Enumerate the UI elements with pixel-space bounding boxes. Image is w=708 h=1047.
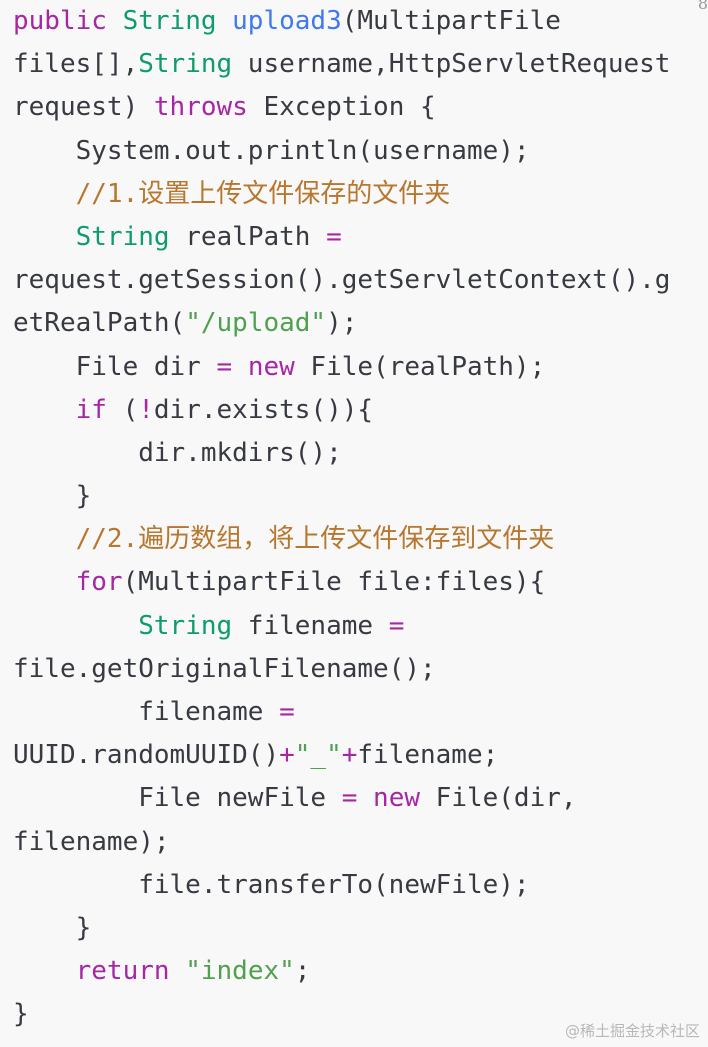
code-line: } (13, 907, 708, 950)
code-token: filename; (357, 740, 499, 771)
code-token: new (247, 351, 295, 382)
code-token: dir.mkdirs(); (13, 437, 342, 468)
code-token (170, 956, 186, 986)
code-token: ! (138, 394, 154, 425)
code-token: String (138, 610, 233, 641)
code-token: filename (13, 697, 280, 727)
code-line: } (13, 475, 708, 518)
code-token: = (279, 697, 295, 727)
code-token (217, 6, 233, 36)
code-token: public (13, 6, 107, 36)
code-token: (MultipartFile (341, 6, 561, 36)
code-token: file.getOriginalFilename(); (13, 653, 436, 684)
code-line: request) throws Exception { (13, 86, 708, 129)
code-token: = (341, 783, 358, 814)
code-token: String (138, 49, 233, 80)
code-token: System.out.println(username); (13, 135, 530, 166)
code-line: File dir = new File(realPath); (13, 346, 708, 389)
code-token (13, 395, 76, 425)
code-token: throws (153, 92, 248, 123)
code-token (13, 567, 76, 597)
code-token: "index" (185, 956, 295, 987)
code-token: (MultipartFile file:files){ (122, 567, 546, 598)
code-token (13, 956, 76, 986)
code-token: File dir (13, 351, 217, 382)
code-line: file.getOriginalFilename(); (13, 648, 708, 691)
code-line: files[],String username,HttpServletReque… (13, 43, 708, 86)
code-line: request.getSession().getServletContext()… (13, 259, 708, 302)
code-line: return "index"; (13, 950, 708, 993)
code-line: } (13, 993, 708, 1036)
code-token: for (75, 567, 123, 598)
code-line: file.transferTo(newFile); (13, 864, 708, 907)
code-line: //2.遍历数组，将上传文件保存到文件夹 (13, 518, 708, 561)
code-line: filename); (13, 821, 708, 864)
code-token: ( (106, 394, 139, 425)
code-token: realPath (169, 221, 327, 252)
code-line: File newFile = new File(dir, (13, 777, 708, 820)
code-token: return (75, 956, 170, 987)
code-line: dir.mkdirs(); (13, 432, 708, 475)
code-token: UUID.randomUUID() (13, 740, 280, 771)
code-token: ); (326, 308, 358, 339)
code-token: request) (13, 92, 154, 123)
code-line: etRealPath("/upload"); (13, 302, 708, 345)
code-token: } (13, 912, 92, 943)
code-token: filename (232, 610, 389, 641)
code-token: Exception { (247, 92, 436, 123)
code-token: filename); (13, 826, 170, 857)
code-token: new (373, 783, 421, 814)
code-token: files[], (13, 49, 139, 80)
code-token: = (326, 221, 342, 252)
code-token (13, 611, 138, 641)
code-token: ; (294, 956, 311, 987)
code-token: File(dir, (420, 783, 577, 814)
code-token: + (279, 740, 295, 771)
code-token: file.transferTo(newFile); (13, 869, 530, 900)
code-token (13, 222, 76, 252)
code-line: String filename = (13, 605, 708, 648)
code-token: = (388, 610, 405, 641)
code-line: System.out.println(username); (13, 130, 708, 173)
code-token: dir.exists()){ (153, 394, 374, 425)
code-token (13, 179, 76, 209)
code-line: filename = (13, 691, 708, 734)
code-token: etRealPath( (13, 308, 186, 339)
code-token: String (75, 221, 170, 252)
code-token: } (13, 999, 29, 1030)
code-token: username,HttpServletRequest (232, 49, 671, 80)
code-token (357, 783, 373, 813)
code-token (232, 352, 248, 382)
code-token: } (13, 481, 92, 512)
code-token: + (341, 740, 358, 771)
watermark: @稀土掘金技术社区 (564, 1022, 700, 1040)
code-token: "_" (294, 740, 342, 771)
code-token: upload3 (232, 6, 342, 36)
code-token (13, 524, 76, 554)
code-line: if (!dir.exists()){ (13, 389, 708, 432)
code-line: for(MultipartFile file:files){ (13, 561, 708, 604)
code-token: //1.设置上传文件保存的文件夹 (75, 178, 451, 209)
code-line: public String upload3(MultipartFile (13, 0, 708, 43)
code-token: if (75, 394, 107, 425)
code-line: String realPath = (13, 216, 708, 259)
code-token: request.getSession().getServletContext()… (13, 265, 671, 296)
code-line: //1.设置上传文件保存的文件夹 (13, 173, 708, 216)
code-line: UUID.randomUUID()+"_"+filename; (13, 734, 708, 777)
code-token: File(realPath); (294, 351, 546, 382)
code-token: = (216, 351, 233, 382)
line-number-fragment: 8 (697, 0, 708, 13)
code-token: String (122, 6, 217, 36)
code-token: //2.遍历数组，将上传文件保存到文件夹 (75, 524, 555, 555)
code-token: "/upload" (185, 308, 327, 339)
code-token (107, 6, 123, 36)
code-token: File newFile (13, 783, 342, 814)
